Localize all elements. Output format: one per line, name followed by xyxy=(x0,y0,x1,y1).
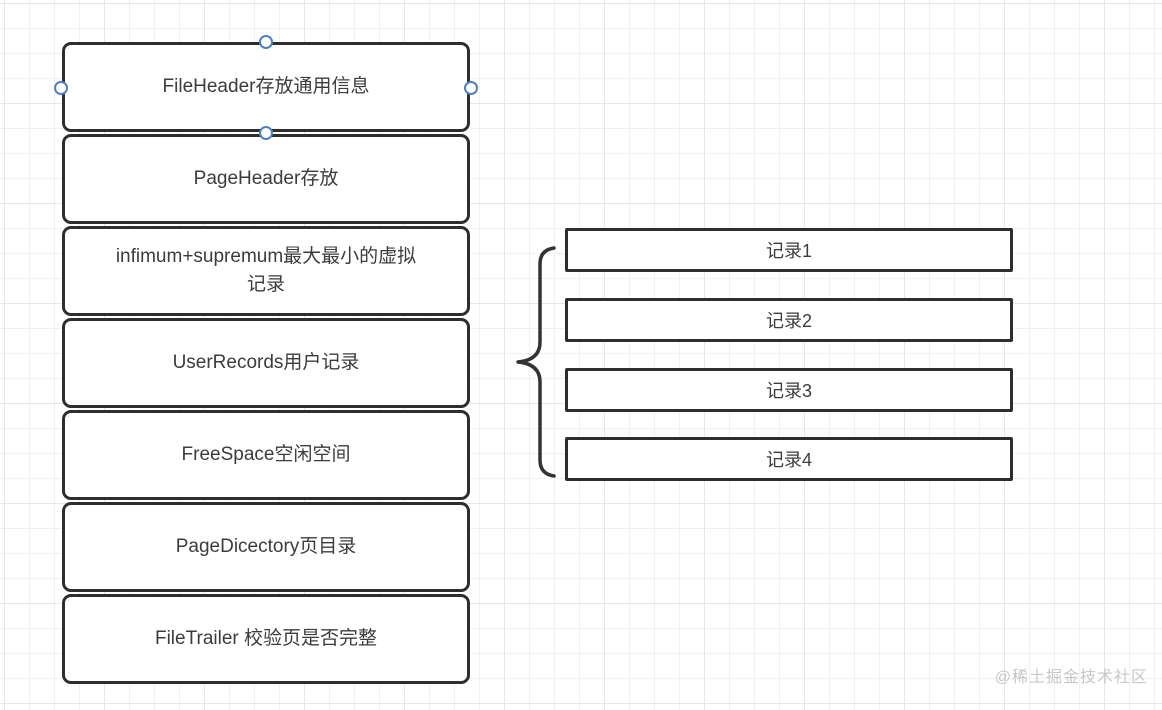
curly-brace-connector[interactable] xyxy=(505,238,565,483)
segment-userrecords-label: UserRecords用户记录 xyxy=(172,352,360,373)
record-box-2[interactable]: 记录2 xyxy=(565,298,1013,342)
record-box-1-label: 记录1 xyxy=(765,241,812,261)
record-box-3-label: 记录3 xyxy=(765,381,812,401)
segment-pageheader[interactable]: PageHeader存放 xyxy=(62,134,470,224)
selection-handle-bottom[interactable] xyxy=(259,126,273,140)
segment-freespace-label: FreeSpace空闲空间 xyxy=(181,444,351,465)
record-box-4[interactable]: 记录4 xyxy=(565,437,1013,481)
segment-fileheader-label: FileHeader存放通用信息 xyxy=(162,76,370,97)
segment-pagedirectory-label: PageDicectory页目录 xyxy=(175,536,357,557)
watermark: @稀土掘金技术社区 xyxy=(994,669,1148,686)
record-box-3[interactable]: 记录3 xyxy=(565,368,1013,412)
selection-handle-top[interactable] xyxy=(259,35,273,49)
segment-infimum-supremum-label: infimum+supremum最大最小的虚拟 记录 xyxy=(115,246,417,295)
record-box-2-label: 记录2 xyxy=(765,311,812,331)
segment-infimum-supremum[interactable]: infimum+supremum最大最小的虚拟 记录 xyxy=(62,226,470,316)
segment-pageheader-label: PageHeader存放 xyxy=(193,168,339,189)
selection-handle-right[interactable] xyxy=(464,81,478,95)
record-box-1[interactable]: 记录1 xyxy=(565,228,1013,272)
selection-handle-left[interactable] xyxy=(54,81,68,95)
record-box-4-label: 记录4 xyxy=(765,450,812,470)
segment-filetrailer-label: FileTrailer 校验页是否完整 xyxy=(154,628,378,649)
segment-freespace[interactable]: FreeSpace空闲空间 xyxy=(62,410,470,500)
segment-fileheader[interactable]: FileHeader存放通用信息 xyxy=(62,42,470,132)
segment-filetrailer[interactable]: FileTrailer 校验页是否完整 xyxy=(62,594,470,684)
segment-pagedirectory[interactable]: PageDicectory页目录 xyxy=(62,502,470,592)
segment-userrecords[interactable]: UserRecords用户记录 xyxy=(62,318,470,408)
